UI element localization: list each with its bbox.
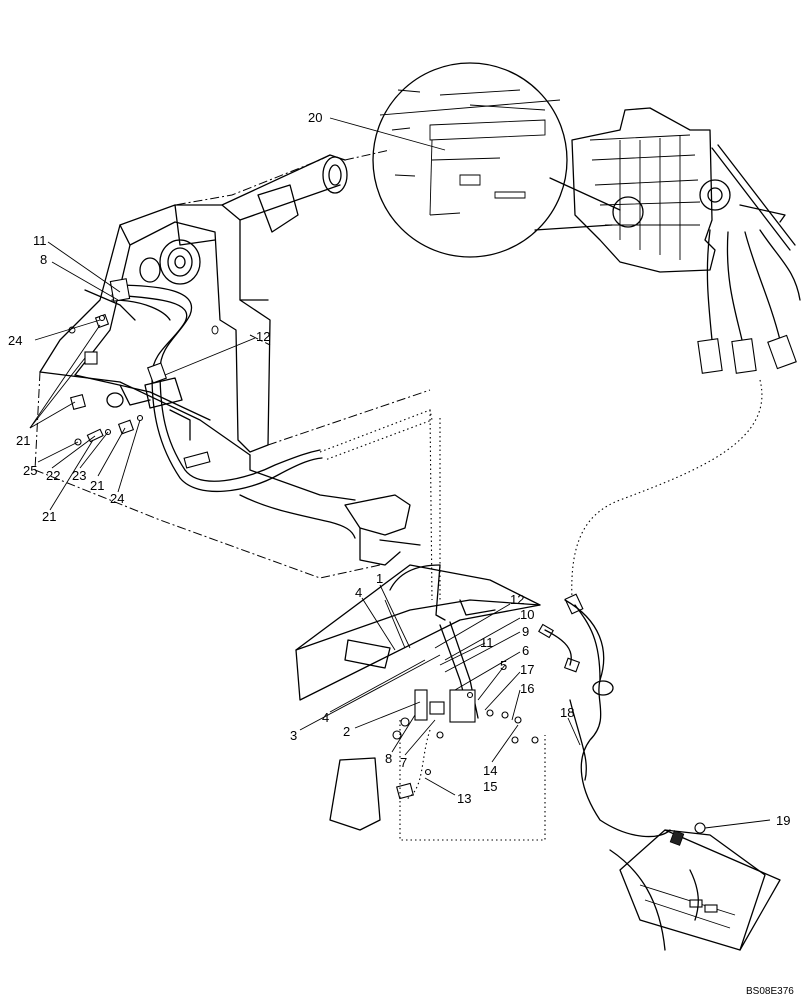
callout-10: 10	[520, 607, 534, 622]
callout-18: 18	[560, 705, 574, 720]
upper-right-module	[571, 107, 801, 601]
callout-25: 25	[23, 463, 37, 478]
callout-16: 16	[520, 681, 534, 696]
detail-magnifier	[372, 62, 621, 258]
callout-7: 7	[400, 755, 407, 770]
callout-15: 15	[483, 779, 497, 794]
callout-21: 21	[90, 478, 104, 493]
callout-6: 6	[522, 643, 529, 658]
callout-21: 21	[16, 433, 30, 448]
leader-lines	[29, 117, 771, 829]
callout-14: 14	[483, 763, 497, 778]
callout-9: 9	[522, 624, 529, 639]
callout-23: 23	[72, 468, 86, 483]
callout-5: 5	[500, 658, 507, 673]
callout-12: 12	[510, 592, 524, 607]
callout-22: 22	[46, 468, 60, 483]
callout-labels: 20 11 8 12 24 21 25 22 23 21 24 21 1 4 1…	[8, 110, 790, 828]
callout-21: 21	[42, 509, 56, 524]
callout-3: 3	[290, 728, 297, 743]
hydraulic-lines	[109, 278, 441, 601]
callout-12: 12	[256, 329, 270, 344]
lower-center-assembly	[295, 564, 601, 841]
callout-11: 11	[33, 233, 47, 248]
callout-17: 17	[520, 662, 534, 677]
loader-outline-dashed	[34, 149, 431, 579]
callout-24: 24	[110, 491, 124, 506]
callout-13: 13	[457, 791, 471, 806]
callout-8: 8	[40, 252, 47, 267]
harness-and-panel	[564, 599, 781, 951]
callout-1: 1	[376, 571, 383, 586]
callout-4: 4	[355, 585, 362, 600]
callout-11: 11	[480, 635, 494, 650]
loader-frame	[39, 154, 421, 566]
drawing-id: BS08E376	[746, 986, 794, 997]
callout-2: 2	[343, 724, 350, 739]
callout-8: 8	[385, 751, 392, 766]
callout-19: 19	[776, 813, 790, 828]
callout-4: 4	[322, 710, 329, 725]
callout-20: 20	[308, 110, 322, 125]
callout-24: 24	[8, 333, 22, 348]
